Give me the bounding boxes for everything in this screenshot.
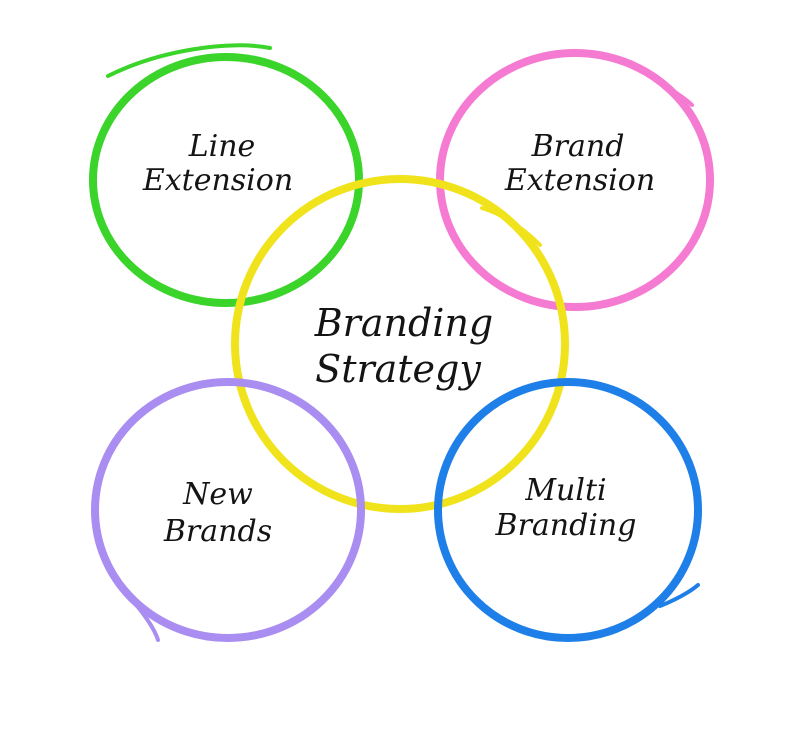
circle-line-extension: Line Extension — [89, 43, 363, 307]
label-line-extension-2: Extension — [142, 163, 293, 198]
label-brand-extension-2: Extension — [504, 163, 655, 198]
ring-tail-brand-extension — [638, 68, 694, 107]
ring-tail-line-extension — [106, 43, 272, 78]
circle-new-brands: New Brands — [91, 378, 365, 642]
label-branding-strategy-2: Strategy — [315, 347, 481, 391]
label-multi-branding-1: Multi — [524, 473, 606, 508]
ring-new-brands — [91, 378, 365, 642]
label-brand-extension-1: Brand — [531, 129, 625, 164]
ring-tail-branding-strategy — [480, 206, 542, 247]
label-branding-strategy-1: Branding — [314, 301, 494, 345]
label-line-extension-1: Line — [188, 129, 256, 164]
circle-branding-strategy: Branding Strategy — [231, 175, 569, 513]
ring-tail-new-brands — [130, 598, 160, 642]
ring-line-extension — [89, 53, 363, 307]
label-multi-branding-2: Branding — [495, 508, 637, 543]
circle-multi-branding: Multi Branding — [434, 378, 702, 642]
label-new-brands-2: Brands — [163, 514, 272, 549]
ring-branding-strategy — [231, 175, 569, 513]
ring-multi-branding — [434, 378, 702, 642]
circle-brand-extension: Brand Extension — [436, 49, 714, 311]
ring-tail-multi-branding — [658, 583, 700, 608]
label-new-brands-1: New — [182, 477, 253, 512]
